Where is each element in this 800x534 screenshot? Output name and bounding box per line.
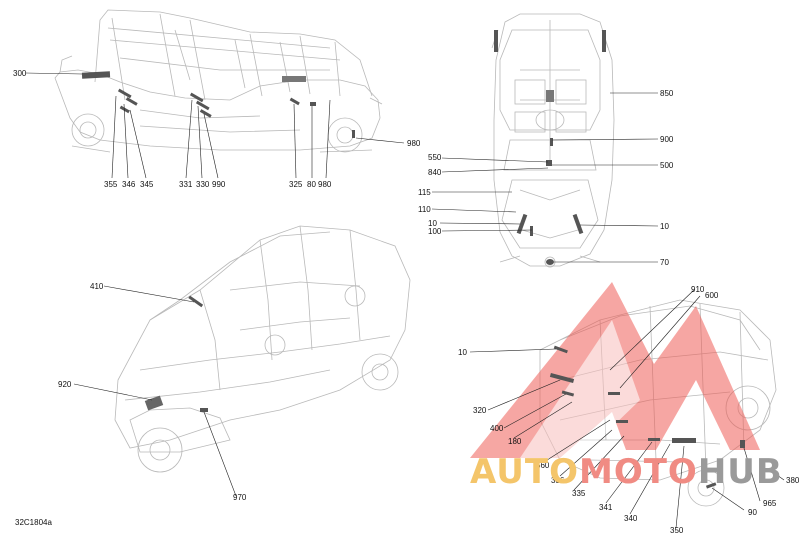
watermark-part-auto: AUTO [470, 452, 579, 492]
callout-900: 900 [660, 135, 674, 144]
callout-340: 340 [624, 514, 638, 523]
callout-970: 970 [233, 493, 247, 502]
watermark-part-moto: MOTO [578, 452, 698, 492]
callout-346: 346 [122, 180, 136, 189]
side-view-decals [81, 71, 355, 138]
vehicle-side-view [54, 9, 383, 153]
watermark-part-hub: HUB [697, 452, 783, 492]
callout-110: 110 [418, 205, 431, 214]
callout-850: 850 [660, 89, 674, 98]
callout-990: 990 [212, 180, 226, 189]
callout-100: 100 [428, 227, 442, 236]
callout-180: 180 [508, 437, 522, 446]
callout-336: 336 [551, 476, 565, 485]
callout-325: 325 [289, 180, 303, 189]
callout-500: 500 [660, 161, 674, 170]
rear-view-leaders [469, 289, 785, 529]
rear-view-decals [549, 345, 745, 489]
callout-355: 355 [104, 180, 118, 189]
callout-920: 920 [58, 380, 72, 389]
logo-watermark [470, 282, 760, 458]
callout-80: 80 [307, 180, 316, 189]
top-view-decals [494, 30, 606, 265]
callout-345: 345 [140, 180, 154, 189]
callout-550: 550 [428, 153, 442, 162]
callout-300: 300 [13, 69, 27, 78]
callout-400: 400 [490, 424, 504, 433]
front-view-decals [144, 295, 208, 412]
callout-90: 90 [748, 508, 757, 517]
callout-330: 330 [196, 180, 210, 189]
callout-320: 320 [473, 406, 487, 415]
callout-980-right: 980 [407, 139, 421, 148]
callout-560: 560 [536, 461, 550, 470]
callout-335: 335 [572, 489, 586, 498]
callout-10-top-left: 10 [428, 219, 437, 228]
vehicle-front-three-quarter-view [114, 225, 411, 473]
front-view-leaders [73, 285, 237, 497]
callout-10-rear: 10 [458, 348, 467, 357]
callout-380: 380 [786, 476, 800, 485]
callout-341: 341 [599, 503, 613, 512]
callout-70: 70 [660, 258, 669, 267]
figure-code: 32C1804a [15, 518, 52, 527]
top-view-leaders [431, 92, 659, 263]
callout-410: 410 [90, 282, 104, 291]
callout-600: 600 [705, 291, 719, 300]
callout-350: 350 [670, 526, 684, 534]
callout-115: 115 [418, 188, 431, 197]
callout-10-top-right: 10 [660, 222, 669, 231]
callout-840: 840 [428, 168, 442, 177]
watermark-text: AUTOMOTOHUB [470, 452, 783, 492]
callout-910: 910 [691, 285, 705, 294]
callout-965: 965 [763, 499, 777, 508]
side-view-leaders [25, 72, 405, 179]
callout-980-bottom: 980 [318, 180, 332, 189]
callout-331: 331 [179, 180, 193, 189]
